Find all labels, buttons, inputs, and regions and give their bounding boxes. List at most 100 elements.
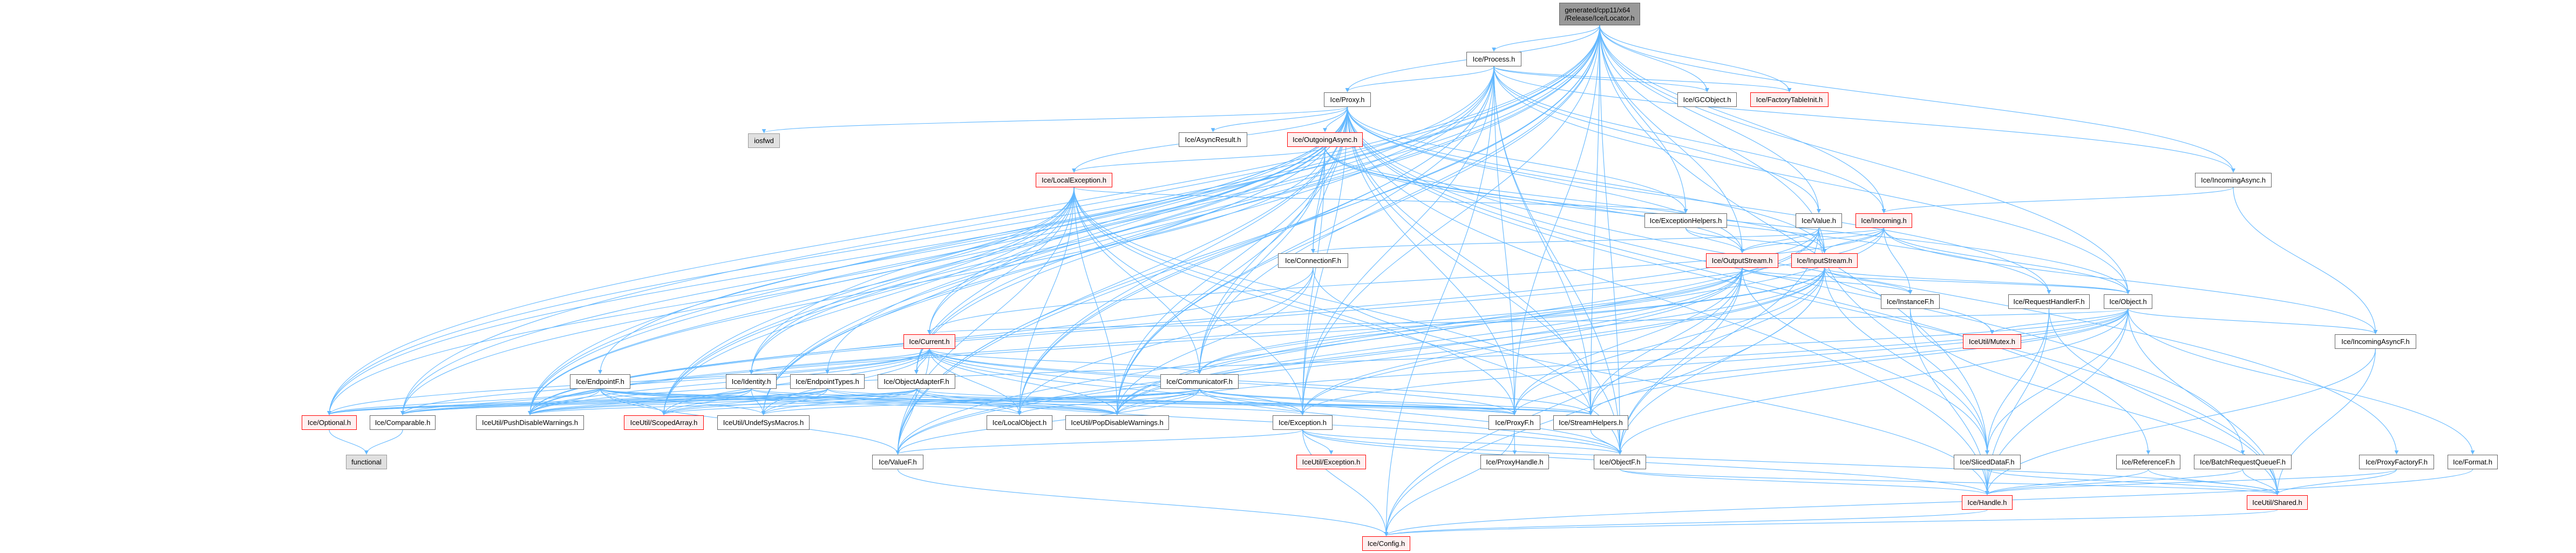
node-ice-identity-h[interactable]: Ice/Identity.h [726, 374, 777, 389]
edge [1493, 66, 2130, 294]
edge [1588, 308, 2129, 415]
node-ice-object-h[interactable]: Ice/Object.h [2104, 294, 2152, 309]
node-ice-incomingasyncf-h[interactable]: Ice/IncomingAsyncF.h [2335, 334, 2416, 349]
node-ice-gcobject-h[interactable]: Ice/GCObject.h [1677, 92, 1737, 107]
edge [1311, 106, 1348, 253]
node-ice-format-h[interactable]: Ice/Format.h [2448, 455, 2498, 469]
edge [329, 429, 369, 455]
edge [1347, 106, 1989, 495]
edge [327, 388, 601, 415]
node-ice-streamhelpers-h[interactable]: Ice/StreamHelpers.h [1553, 415, 1628, 430]
node-ice-localexception-h[interactable]: Ice/LocalException.h [1036, 173, 1112, 187]
node-ice-proxy-h[interactable]: Ice/Proxy.h [1324, 92, 1371, 107]
edge [1619, 469, 2279, 495]
edge [1073, 187, 1202, 374]
node-ice-instancef-h[interactable]: Ice/InstanceF.h [1881, 294, 1940, 309]
edge [827, 388, 1119, 415]
node-ice-incoming-h[interactable]: Ice/Incoming.h [1855, 213, 1912, 228]
edge [662, 388, 752, 415]
edge [1347, 106, 2399, 455]
edge [1115, 388, 1200, 415]
edge [1599, 25, 1688, 213]
node-ice-proxyfactoryf-h[interactable]: Ice/ProxyFactoryF.h [2359, 455, 2434, 469]
node-ice-factorytableinit-h[interactable]: Ice/FactoryTableInit.h [1750, 92, 1829, 107]
edge [1324, 146, 1827, 253]
node-ice-config-h[interactable]: Ice/Config.h [1362, 536, 1410, 551]
edge [2233, 187, 2378, 334]
edge [1512, 267, 1825, 415]
node-ice-outputstream-h[interactable]: Ice/OutputStream.h [1706, 253, 1778, 268]
node-ice-objectadapterf-h[interactable]: Ice/ObjectAdapterF.h [878, 374, 955, 389]
node-ice-endpointf-h[interactable]: Ice/EndpointF.h [570, 374, 630, 389]
edge [1313, 267, 1989, 495]
edge [662, 66, 1494, 415]
edge [1115, 106, 1348, 415]
edge [528, 388, 828, 415]
edge [400, 388, 917, 415]
node-ice-requesthandlerf-h[interactable]: Ice/RequestHandlerF.h [2008, 294, 2090, 309]
edge [929, 348, 1593, 415]
node-ice-objectf-h[interactable]: Ice/ObjectF.h [1594, 455, 1646, 469]
edge [1599, 25, 2130, 294]
node-ice-endpointtypes-h[interactable]: Ice/EndpointTypes.h [790, 374, 865, 389]
edge [927, 25, 1600, 334]
edge [1685, 227, 1744, 253]
node-iceutil-shared-h[interactable]: IceUtil/Shared.h [2247, 495, 2308, 510]
node-iceutil-popdisablewarnings-h[interactable]: IceUtil/PopDisableWarnings.h [1065, 415, 1169, 430]
node-ice-proxyhandle-h[interactable]: Ice/ProxyHandle.h [1480, 455, 1549, 469]
node-ice-communicatorf-h[interactable]: Ice/CommunicatorF.h [1160, 374, 1239, 389]
edge [1300, 66, 1494, 415]
edge [1493, 66, 1792, 92]
node-ice-valuef-h[interactable]: Ice/ValueF.h [872, 455, 923, 469]
edge [1742, 267, 1913, 294]
node-ice-connectionf-h[interactable]: Ice/ConnectionF.h [1278, 253, 1348, 268]
edge [1985, 308, 2050, 455]
node-ice-incomingasync-h[interactable]: Ice/IncomingAsync.h [2195, 173, 2272, 187]
node-ice-value-h[interactable]: Ice/Value.h [1796, 213, 1842, 228]
node-iceutil-scopedarray-h[interactable]: IceUtil/ScopedArray.h [624, 415, 704, 430]
edge [2275, 469, 2397, 495]
edge [929, 348, 1119, 415]
edge [400, 348, 930, 415]
edge [1599, 25, 1827, 253]
edge [1384, 267, 1743, 536]
node-ice-outgoingasync-h[interactable]: Ice/OutgoingAsync.h [1287, 132, 1363, 147]
edge [528, 66, 1494, 415]
node-ice-exception-h[interactable]: Ice/Exception.h [1273, 415, 1333, 430]
node-ice-localobject-h[interactable]: Ice/LocalObject.h [987, 415, 1052, 430]
edge [1599, 25, 1744, 253]
node-iceutil-pushdisablewarnings-h[interactable]: IceUtil/PushDisableWarnings.h [476, 415, 584, 430]
node-ice-asyncresult-h[interactable]: Ice/AsyncResult.h [1179, 132, 1247, 147]
edge [1617, 267, 1825, 455]
edge [1512, 25, 1600, 415]
edge [400, 25, 1600, 415]
node-ice-optional-h[interactable]: Ice/Optional.h [302, 415, 357, 430]
node-ice-proxyf-h[interactable]: Ice/ProxyF.h [1488, 415, 1540, 430]
node-ice-batchrequestqueuef-h[interactable]: Ice/BatchRequestQueueF.h [2194, 455, 2292, 469]
node-ice-inputstream-h[interactable]: Ice/InputStream.h [1791, 253, 1858, 268]
edge [662, 187, 1075, 415]
node-ice-sliceddataf-h[interactable]: Ice/SlicedDataF.h [1954, 455, 2021, 469]
edge [598, 106, 1348, 374]
edge [1588, 25, 1600, 415]
edge [327, 25, 1600, 415]
edge [895, 429, 1303, 455]
edge [1685, 227, 1827, 253]
edge [929, 348, 1622, 455]
node-ice-comparable-h[interactable]: Ice/Comparable.h [370, 415, 436, 430]
node-ice-current-h[interactable]: Ice/Current.h [903, 334, 955, 349]
node-iceutil-exception-h[interactable]: IceUtil/Exception.h [1296, 455, 1366, 469]
edge [600, 388, 1022, 415]
edge [1300, 146, 1326, 415]
node-ice-exceptionhelpers-h[interactable]: Ice/ExceptionHelpers.h [1644, 213, 1727, 228]
node-iceutil-undefsysmacros-h[interactable]: IceUtil/UndefSysMacros.h [717, 415, 810, 430]
node-iceutil-mutex-h[interactable]: IceUtil/Mutex.h [1963, 334, 2021, 349]
edge [761, 25, 1600, 415]
edge [1347, 106, 1622, 455]
node-ice-handle-h[interactable]: Ice/Handle.h [1962, 495, 2013, 510]
edge [761, 187, 1075, 415]
node-ice-referencef-h[interactable]: Ice/ReferenceF.h [2116, 455, 2180, 469]
node-ice-process-h[interactable]: Ice/Process.h [1466, 52, 1521, 66]
edge [400, 187, 1075, 415]
